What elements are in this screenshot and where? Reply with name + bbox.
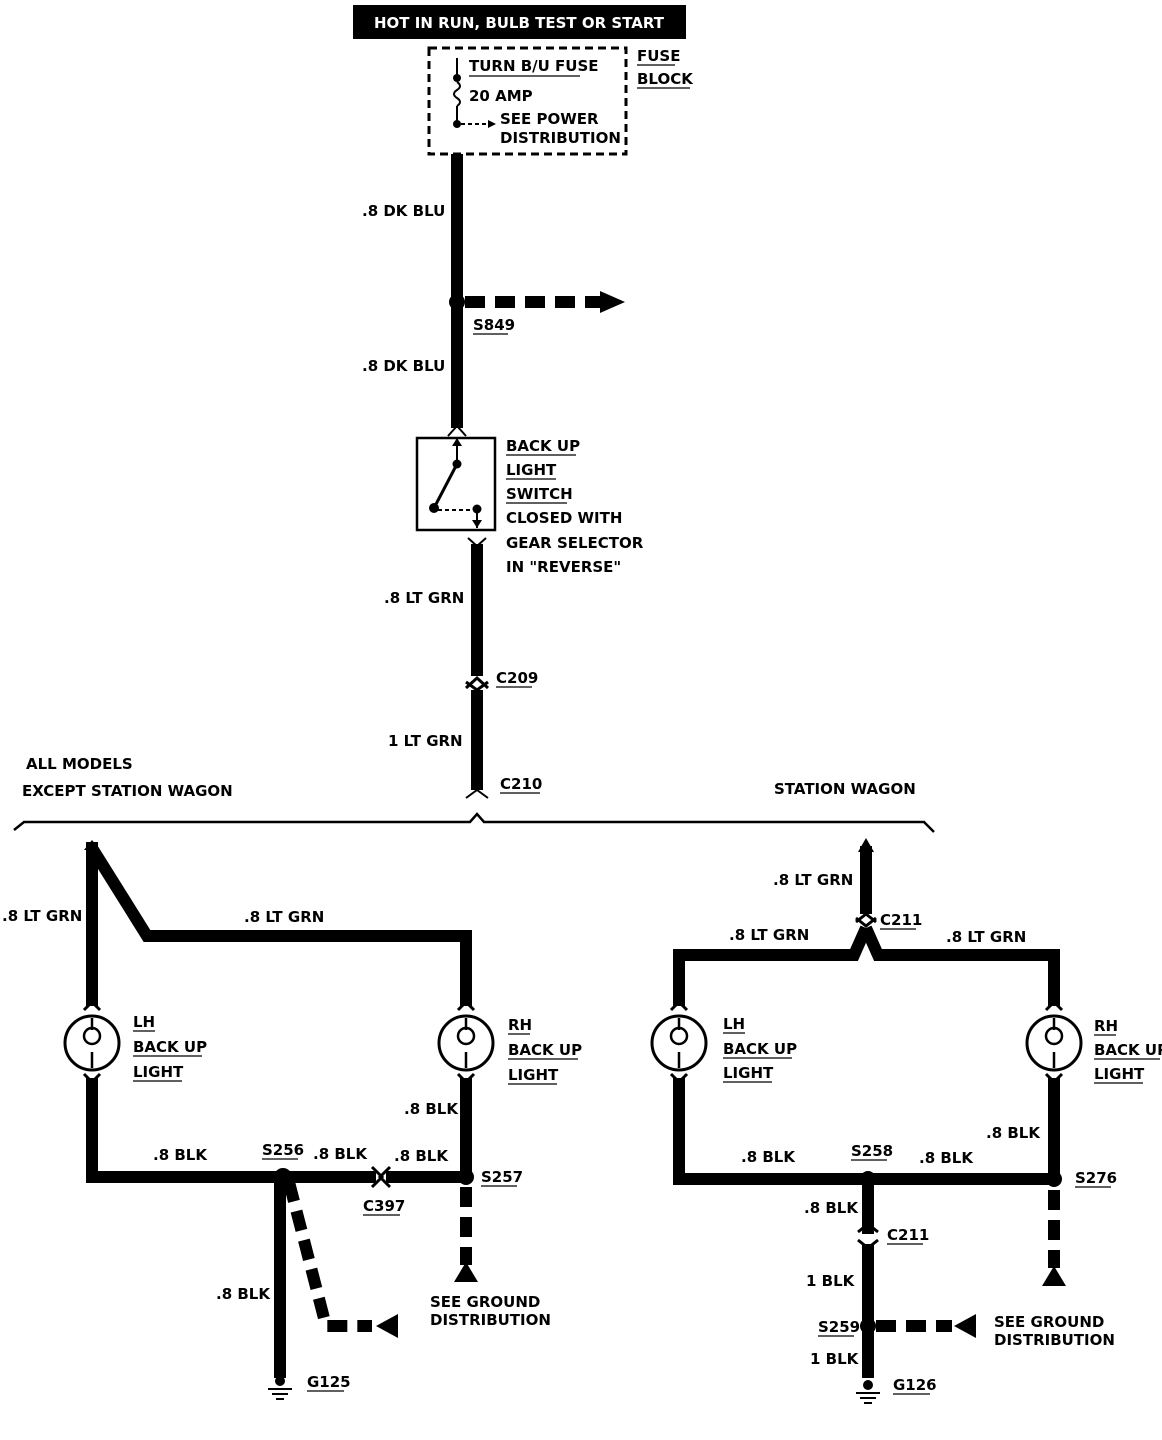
switch-label-1: BACK UP (506, 437, 580, 455)
wire-label-sw-c211-blk: .8 BLK (804, 1199, 859, 1217)
ground-g126 (856, 1380, 880, 1404)
switch-label-5: GEAR SELECTOR (506, 534, 644, 552)
wire-sw-left (673, 925, 872, 1006)
header-title: HOT IN RUN, BULB TEST OR START (374, 14, 665, 32)
wire-label-lh-top: .8 LT GRN (244, 908, 324, 926)
ground-label-g126: G126 (893, 1376, 937, 1394)
splice-label-s257: S257 (481, 1168, 523, 1186)
switch-label-2: LIGHT (506, 461, 557, 479)
ground-note-right-1: SEE GROUND (994, 1313, 1104, 1331)
wire-label-rh-blk: .8 BLK (404, 1100, 459, 1118)
wire-label-sw-lh-blk: .8 BLK (741, 1148, 796, 1166)
ground-note-left-2: DISTRIBUTION (430, 1311, 551, 1329)
splice-s276 (1046, 1171, 1062, 1187)
lh1-label-1: LH (133, 1013, 155, 1031)
wire-label-w4: 1 LT GRN (388, 732, 463, 750)
rh2-label-1: RH (1094, 1017, 1118, 1035)
connector-label-c397: C397 (363, 1197, 405, 1215)
ground-arrow-s256 (376, 1314, 398, 1338)
lh2-label-2: BACK UP (723, 1040, 797, 1058)
wire-label-sw-s258-blk: .8 BLK (919, 1149, 974, 1167)
ground-g125 (268, 1376, 292, 1400)
fuse-rating: 20 AMP (469, 87, 533, 105)
branch-left-2: EXCEPT STATION WAGON (22, 782, 233, 800)
wire-label-w2: .8 DK BLU (362, 357, 445, 375)
branch-brace (13, 812, 935, 833)
wire-label-s256-blk: .8 BLK (313, 1145, 368, 1163)
rh2-label-2: BACK UP (1094, 1041, 1162, 1059)
ground-arrow-s257 (454, 1262, 478, 1282)
splice-label-s276: S276 (1075, 1169, 1117, 1187)
fuse-block-label-2: BLOCK (637, 70, 694, 88)
lh2-label-1: LH (723, 1015, 745, 1033)
splice-label-s258: S258 (851, 1142, 893, 1160)
fuse-note-line2: DISTRIBUTION (500, 129, 621, 147)
switch-label-6: IN "REVERSE" (506, 558, 621, 576)
wire-label-g125-blk: .8 BLK (216, 1285, 271, 1303)
ground-note-right-2: DISTRIBUTION (994, 1331, 1115, 1349)
rh1-label-1: RH (508, 1016, 532, 1034)
rh-light-1 (437, 999, 495, 1085)
lh1-label-3: LIGHT (133, 1063, 184, 1081)
wire-s256-ground (283, 1180, 372, 1332)
lh-light-2 (650, 999, 708, 1085)
wire-label-sw-up: .8 LT GRN (773, 871, 853, 889)
rh1-label-2: BACK UP (508, 1041, 582, 1059)
connector-c211-top (855, 912, 877, 928)
wire-label-w3: .8 LT GRN (384, 589, 464, 607)
fuse-symbol (453, 58, 496, 128)
fuse-block-label-1: FUSE (637, 47, 680, 65)
connector-label-c211-top: C211 (880, 911, 922, 929)
switch-label-4: CLOSED WITH (506, 509, 622, 527)
splice-s259 (860, 1318, 876, 1334)
splice-label-s259: S259 (818, 1318, 860, 1336)
splice-label-s256: S256 (262, 1141, 304, 1159)
splice-s257 (458, 1169, 474, 1185)
connector-c397 (370, 1165, 392, 1189)
wire-label-w1: .8 DK BLU (362, 202, 445, 220)
wire-sw-lh-blk (673, 1078, 1054, 1185)
wire-label-sw-rh-blk: .8 BLK (986, 1124, 1041, 1142)
fuse-block-outline (427, 46, 628, 156)
connector-c209 (464, 675, 490, 692)
switch-label-3: SWITCH (506, 485, 573, 503)
wire-label-lh-left: .8 LT GRN (2, 907, 82, 925)
connector-label-c210: C210 (500, 775, 542, 793)
wire-label-sw-1blk-a: 1 BLK (806, 1272, 856, 1290)
connector-label-c211-bottom: C211 (887, 1226, 929, 1244)
wire-label-s257-blk: .8 BLK (394, 1147, 449, 1165)
wire-label-sw-right: .8 LT GRN (946, 928, 1026, 946)
lh2-label-3: LIGHT (723, 1064, 774, 1082)
wire-lh-top-lt-grn (86, 844, 472, 1006)
branch-right: STATION WAGON (774, 780, 916, 798)
connector-label-c209: C209 (496, 669, 538, 687)
arrow-s849 (600, 291, 625, 313)
ground-note-left-1: SEE GROUND (430, 1293, 540, 1311)
wire-sw-right (860, 925, 1060, 1006)
wire-label-sw-1blk-b: 1 BLK (810, 1350, 860, 1368)
wire-label-lh-blk: .8 BLK (153, 1146, 208, 1164)
switch-symbol (429, 438, 482, 528)
rh2-label-3: LIGHT (1094, 1065, 1145, 1083)
branch-left-1: ALL MODELS (26, 755, 133, 773)
ground-arrow-s276 (1042, 1266, 1066, 1286)
fuse-note-line1: SEE POWER (500, 110, 599, 128)
splice-label-s849: S849 (473, 316, 515, 334)
header-box (353, 5, 686, 39)
rh1-label-3: LIGHT (508, 1066, 559, 1084)
lh1-label-2: BACK UP (133, 1038, 207, 1056)
rh-light-2 (1025, 999, 1083, 1085)
lh-light-1 (63, 999, 121, 1085)
ground-arrow-s259 (954, 1314, 976, 1338)
fuse-name: TURN B/U FUSE (469, 57, 599, 75)
ground-label-g125: G125 (307, 1373, 351, 1391)
wire-label-sw-left: .8 LT GRN (729, 926, 809, 944)
